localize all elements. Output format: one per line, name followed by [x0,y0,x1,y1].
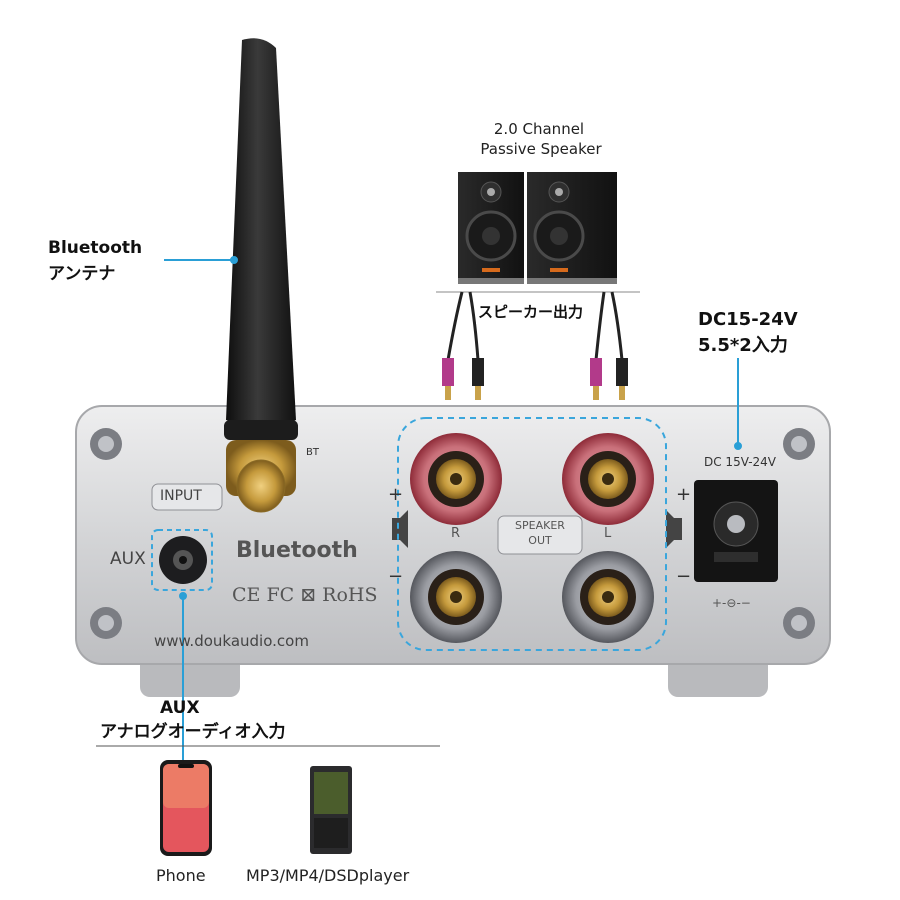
channel-left-label: L [604,526,612,541]
antenna-callout-title: Bluetooth [48,238,143,258]
player-label: MP3/MP4/DSDplayer [246,866,410,885]
speaker-type-line2: Passive Speaker [480,140,602,158]
channel-right-label: R [451,526,461,541]
speaker-out-label-line2: OUT [528,534,552,547]
plus-left: + [388,484,404,505]
input-label: INPUT [160,488,202,504]
dc-power-jack [694,480,778,582]
aux-callout-subtitle: アナログオーディオ入力 [100,722,286,742]
amplifier-feet [140,655,768,697]
aux-panel-label: AUX [110,549,146,569]
dap-player-image [310,766,352,854]
speaker-out-label-line1: SPEAKER [515,519,565,532]
power-callout-subtitle: 5.5*2入力 [698,335,788,356]
speaker-output-callout: スピーカー出力 [476,300,586,324]
aux-callout-title: AUX [160,698,200,718]
website-url: www.doukaudio.com [154,632,309,650]
speaker-type-line1: 2.0 Channel [493,120,585,138]
power-callout-title: DC15-24V [698,309,798,330]
speaker-left [458,172,524,284]
minus-right: − [676,566,692,587]
dc-voltage-label: DC 15V-24V [704,455,777,469]
speaker-symbol-icon [392,510,682,548]
polarity-symbol: +-⊖-− [712,596,751,610]
aux-jack [159,536,207,584]
speaker-binding-posts [410,433,654,643]
minus-left: − [388,566,404,587]
speaker-out-highlight [397,417,667,651]
bt-mark: BT [306,447,319,458]
bluetooth-antenna [224,38,298,513]
callout-lines [164,256,742,760]
speaker-out-label-box [497,515,583,555]
phone-image [160,760,212,856]
antenna-callout-subtitle: アンテナ [48,264,116,284]
bluetooth-logo: Bluetooth [236,538,358,563]
input-label-box [151,483,223,511]
speaker-cables [446,291,624,361]
panel-screws [90,428,815,639]
plus-right: + [676,484,692,505]
banana-plugs [442,358,628,400]
certification-marks: CE FC ⊠ RoHS [232,584,378,606]
phone-label: Phone [156,866,206,885]
aux-highlight [151,529,213,591]
speaker-right [527,172,617,284]
